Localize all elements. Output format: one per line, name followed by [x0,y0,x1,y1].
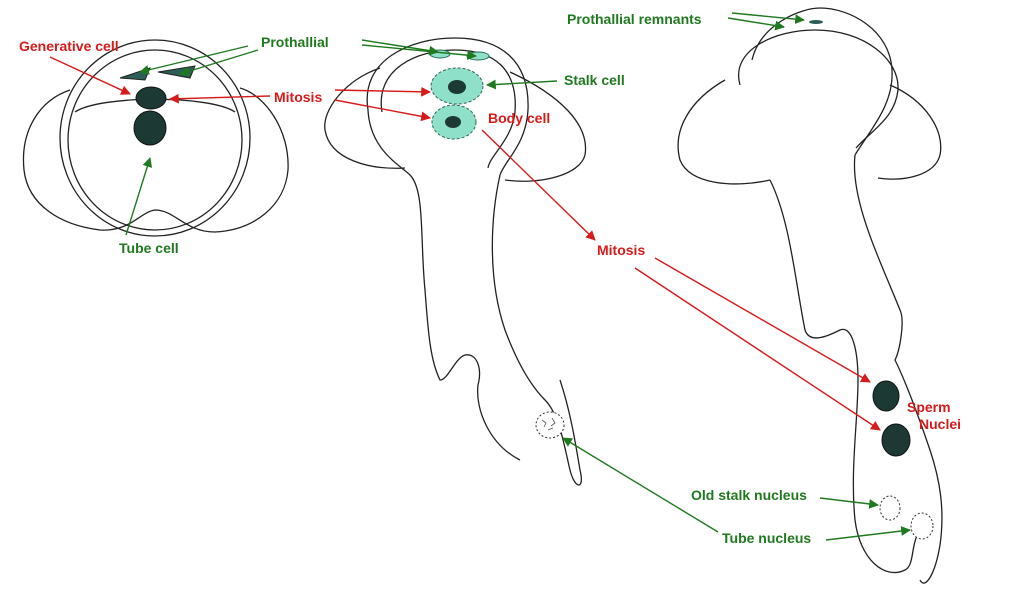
arrow-mitosis1-to-body [334,99,431,122]
prothallial-remnant [809,20,823,24]
label-mitosis-2: Mitosis [597,242,646,258]
arrow-mitosis2-to-sperm1 [654,257,871,383]
tube-cell-nucleus [133,110,167,146]
label-body-cell: Body cell [488,110,551,126]
grain3-tube-nucleus [910,512,934,540]
arrow-mitosis2-to-sperm2 [634,267,881,431]
arrow-stalk-cell [486,79,558,90]
grain3-dome-inner [737,29,899,149]
grain2-right-wing [504,71,587,182]
grain1-wing-outline [22,87,289,233]
red-arrows [49,56,881,431]
generative-cell-nucleus [135,86,167,110]
label-sperm-nuclei-line1: Sperm [907,399,951,415]
grain2-tube-nucleus-texture [541,417,556,431]
arrow-body-to-mitosis2 [481,129,596,241]
arrow-prothallial-1 [139,45,249,75]
grain3-tube-left [769,179,921,574]
arrow-prothallial-2 [179,49,259,77]
arrow-remnant-1 [731,12,805,25]
grain3-dome-outer [751,7,893,156]
grain2-tube-nucleus [535,411,565,439]
arrow-tube-cell [125,157,153,236]
prothallial-cell-2 [157,65,196,79]
label-mitosis-1: Mitosis [274,89,323,105]
label-sperm-nuclei-line2: Nuclei [919,416,962,432]
old-stalk-nucleus [879,495,901,521]
grain3-left-wing [677,79,771,185]
label-old-stalk-nucleus: Old stalk nucleus [691,487,807,503]
arrow-prothallial-3 [361,39,439,56]
grain2-dome-outer [366,37,529,176]
label-tube-cell: Tube cell [119,240,179,256]
label-stalk-cell: Stalk cell [564,72,625,88]
grain2-dome-inner [380,49,516,169]
label-prothallial-remnants: Prothallial remnants [567,11,702,27]
arrow-old-stalk [819,497,879,509]
grain1-body-inner [67,49,243,231]
stalk-cell-nucleus [448,80,466,94]
arrow-tube-nucleus-2 [562,437,719,533]
arrow-generative-cell [49,56,131,95]
prothallial-cell-1 [119,67,151,81]
grain2-tube-right [491,174,582,486]
arrow-mitosis1-to-stalk [334,86,431,97]
label-prothallial: Prothallial [261,34,329,50]
body-cell-nucleus [445,116,461,128]
arrow-tube-nucleus-3 [825,526,911,541]
arrow-mitosis1-to-generative [169,93,271,104]
grain2-left-wing [324,67,406,169]
arrow-prothallial-4 [361,44,477,61]
label-generative-cell: Generative cell [19,38,119,54]
pollen-grain-3 [677,7,943,584]
arrow-remnant-2 [727,17,785,31]
grain2-tube-left [367,109,521,461]
sperm-nucleus-2 [881,423,911,457]
green-arrows [125,12,911,541]
label-tube-nucleus: Tube nucleus [722,530,812,546]
grain1-body-outer [59,39,251,237]
sperm-nucleus-1 [872,380,900,412]
grain3-right-wing [877,84,942,180]
grain3-tube-right [853,154,943,584]
